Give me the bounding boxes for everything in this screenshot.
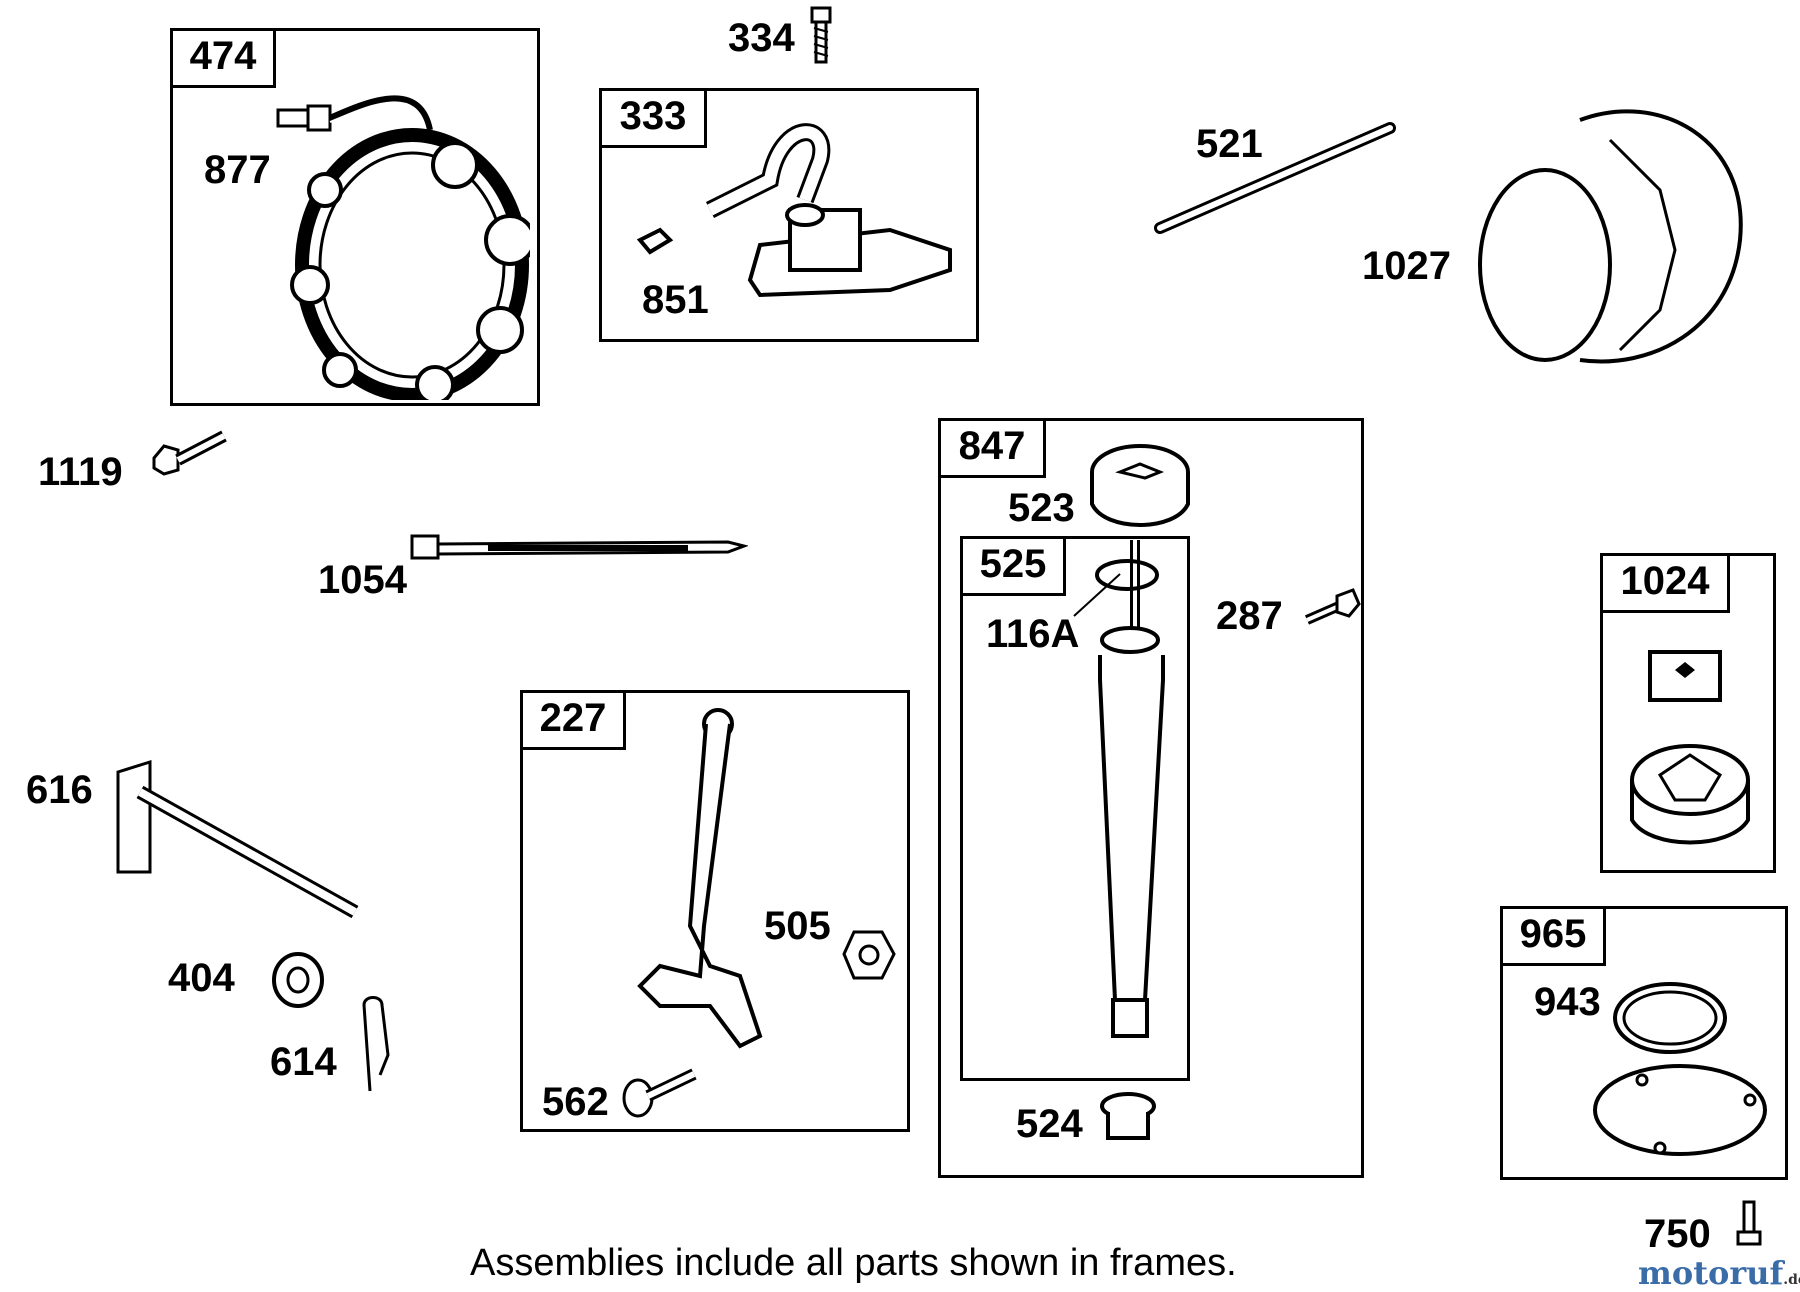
screw-287-drawing	[1304, 588, 1361, 625]
part-label-524: 524	[1016, 1102, 1083, 1146]
gasket-943-drawing	[1613, 982, 1727, 1054]
part-label-404: 404	[168, 956, 235, 1000]
part-label-851: 851	[642, 278, 709, 322]
leader-116a	[1073, 573, 1121, 617]
part-label-523: 523	[1008, 486, 1075, 530]
plug-524-drawing	[1100, 1092, 1156, 1140]
part-label-750: 750	[1644, 1212, 1711, 1256]
watermark-name: motoruf	[1638, 1254, 1784, 1292]
frame-tag-1024: 1024	[1600, 553, 1730, 613]
bolt-562-drawing	[622, 1068, 697, 1118]
part-label-877: 877	[204, 148, 271, 192]
frame-tag-333: 333	[599, 88, 707, 148]
hairpin-614-drawing	[362, 996, 390, 1092]
frame-525: 525	[960, 536, 1190, 1081]
cable-tie-drawing	[410, 534, 748, 560]
frame-tag-525: 525	[960, 536, 1066, 596]
frame-474: 474	[170, 28, 540, 406]
part-label-521: 521	[1196, 122, 1263, 166]
frame-tag-847: 847	[938, 418, 1046, 478]
part-label-1119: 1119	[38, 450, 123, 494]
screw-750-drawing	[1736, 1200, 1762, 1246]
bolt-1119-drawing	[152, 430, 227, 476]
part-label-562: 562	[542, 1080, 609, 1124]
part-label-334: 334	[728, 16, 795, 60]
watermark-logo: motoruf.de	[1638, 1254, 1800, 1292]
assemblies-caption: Assemblies include all parts shown in fr…	[470, 1242, 1237, 1284]
cover-965-drawing	[1593, 1064, 1767, 1156]
governor-shaft-drawing	[116, 759, 359, 919]
frame-227: 227	[520, 690, 910, 1132]
part-label-943: 943	[1534, 980, 1601, 1024]
frame-tag-474: 474	[170, 28, 276, 88]
oil-filter-drawing	[1478, 109, 1743, 364]
frame-965: 965	[1500, 906, 1788, 1180]
part-label-287: 287	[1216, 594, 1283, 638]
nut-505-drawing	[842, 930, 896, 980]
stator-drawing	[276, 95, 530, 400]
tube-521-drawing	[1154, 122, 1396, 234]
oil-filter-adapter-drawing	[1630, 650, 1750, 845]
dipstick-tube-drawing	[1095, 540, 1165, 1038]
part-label-1027: 1027	[1362, 244, 1451, 288]
part-label-505: 505	[764, 904, 831, 948]
part-label-116a: 116A	[986, 612, 1080, 656]
oil-cap-drawing	[1090, 444, 1190, 527]
ignition-coil-drawing	[636, 123, 952, 298]
part-label-616: 616	[26, 768, 93, 812]
frame-tag-965: 965	[1500, 906, 1606, 966]
frame-333: 333	[599, 88, 979, 342]
washer-404-drawing	[272, 952, 324, 1008]
frame-847: 847	[938, 418, 1364, 1178]
frame-tag-227: 227	[520, 690, 626, 750]
watermark-tld: .de	[1783, 1272, 1800, 1288]
part-label-1054: 1054	[318, 558, 407, 602]
screw-334-drawing	[810, 6, 832, 64]
frame-1024: 1024	[1600, 553, 1776, 873]
part-label-614: 614	[270, 1040, 337, 1084]
governor-lever-drawing	[637, 708, 763, 1049]
